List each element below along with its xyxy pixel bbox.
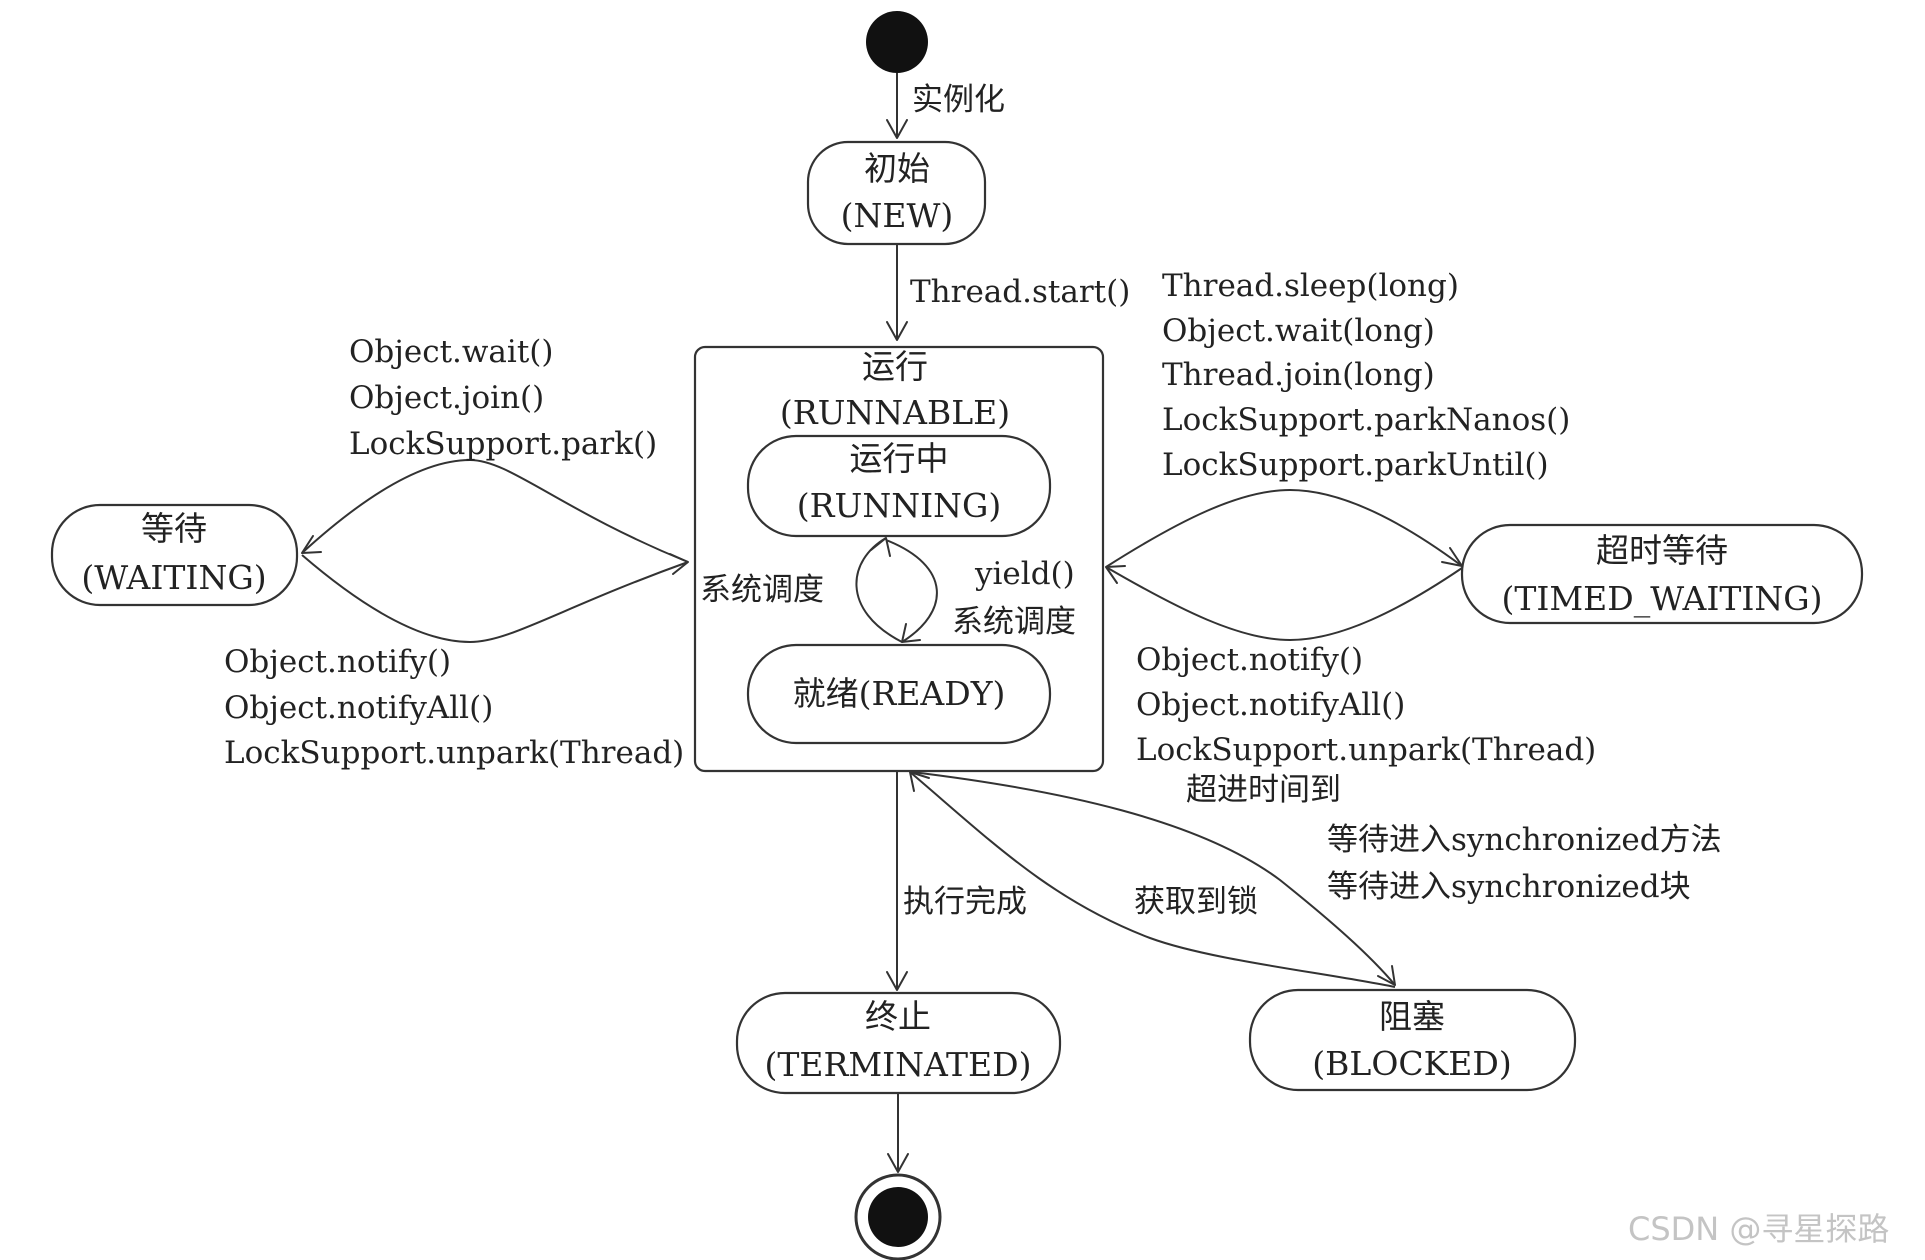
arrowhead-to-ready xyxy=(901,623,921,643)
arrowhead-to-timed-waiting xyxy=(1441,547,1463,567)
state-running xyxy=(746,434,1052,538)
label-finish: 执行完成 xyxy=(903,884,1027,920)
label-yield: yield() xyxy=(974,556,1075,592)
label-from-waiting-3: LockSupport.unpark(Thread) xyxy=(224,735,684,771)
arrowhead-final xyxy=(887,1153,909,1173)
label-to-timed-5: LockSupport.parkUntil() xyxy=(1162,447,1549,483)
state-waiting-code: (WAITING) xyxy=(81,558,266,597)
edge-acquire-lock xyxy=(909,771,1396,988)
label-from-waiting-2: Object.notifyAll() xyxy=(224,690,493,726)
label-schedule-left: 系统调度 xyxy=(700,572,824,608)
state-new-name: 初始 xyxy=(864,149,930,188)
label-to-blocked-1: 等待进入synchronized方法 xyxy=(1327,822,1722,858)
label-to-waiting-2: Object.join() xyxy=(349,380,544,416)
label-to-blocked-2: 等待进入synchronized块 xyxy=(1327,869,1691,905)
label-from-timed-1: Object.notify() xyxy=(1136,642,1363,678)
arrowhead-instantiate xyxy=(886,119,908,139)
label-to-waiting-1: Object.wait() xyxy=(349,334,553,370)
state-timed-waiting xyxy=(1460,523,1864,625)
label-from-waiting-1: Object.notify() xyxy=(224,644,451,680)
label-start: Thread.start() xyxy=(910,274,1130,310)
edge-schedule-loop-right xyxy=(885,539,938,643)
label-from-timed-2: Object.notifyAll() xyxy=(1136,687,1405,723)
label-acquire-lock: 获取到锁 xyxy=(1134,884,1258,920)
edge-to-timed-waiting xyxy=(1105,488,1463,568)
state-waiting-name: 等待 xyxy=(141,509,207,548)
arrowhead-to-waiting xyxy=(301,535,322,554)
state-ready-name: 就绪(READY) xyxy=(793,674,1006,713)
state-blocked-code: (BLOCKED) xyxy=(1312,1044,1511,1083)
arrowhead-from-waiting xyxy=(669,553,689,575)
state-waiting xyxy=(50,503,299,607)
label-instantiate: 实例化 xyxy=(912,82,1005,118)
arrowhead-acquire-lock xyxy=(909,771,930,792)
edge-to-blocked xyxy=(911,771,1396,986)
arrowhead-start xyxy=(886,321,908,341)
label-timeout: 超进时间到 xyxy=(1186,772,1341,808)
arrowhead-to-running xyxy=(870,537,891,557)
state-running-name: 运行中 xyxy=(850,439,949,478)
label-to-waiting-3: LockSupport.park() xyxy=(349,426,657,462)
state-timed-waiting-code: (TIMED_WAITING) xyxy=(1501,579,1822,619)
state-timed-waiting-name: 超时等待 xyxy=(1596,531,1728,570)
state-new-code: (NEW) xyxy=(841,196,954,235)
label-to-timed-4: LockSupport.parkNanos() xyxy=(1162,402,1570,438)
state-runnable-name: 运行 xyxy=(862,347,928,386)
edge-from-waiting xyxy=(301,554,689,644)
state-blocked xyxy=(1248,988,1577,1092)
arrowhead-finish xyxy=(886,971,908,991)
state-blocked-name: 阻塞 xyxy=(1379,997,1445,1036)
label-to-timed-1: Thread.sleep(long) xyxy=(1162,268,1459,304)
state-runnable-code: (RUNNABLE) xyxy=(780,393,1010,432)
edge-from-timed-waiting xyxy=(1105,566,1463,642)
edge-to-waiting xyxy=(301,458,689,563)
label-to-timed-2: Object.wait(long) xyxy=(1162,313,1435,349)
state-ready xyxy=(746,643,1052,745)
initial-node xyxy=(866,11,928,73)
label-to-timed-3: Thread.join(long) xyxy=(1162,357,1435,393)
final-node xyxy=(868,1187,928,1247)
arrowhead-from-timed-waiting xyxy=(1105,565,1126,584)
watermark: CSDN @寻星探路 xyxy=(1628,1210,1889,1248)
state-terminated-code: (TERMINATED) xyxy=(765,1045,1032,1084)
state-running-code: (RUNNING) xyxy=(797,486,1001,525)
state-terminated-name: 终止 xyxy=(865,997,931,1036)
label-from-timed-3: LockSupport.unpark(Thread) xyxy=(1136,732,1596,768)
arrowhead-to-blocked xyxy=(1377,965,1396,986)
label-schedule-right: 系统调度 xyxy=(952,604,1076,640)
